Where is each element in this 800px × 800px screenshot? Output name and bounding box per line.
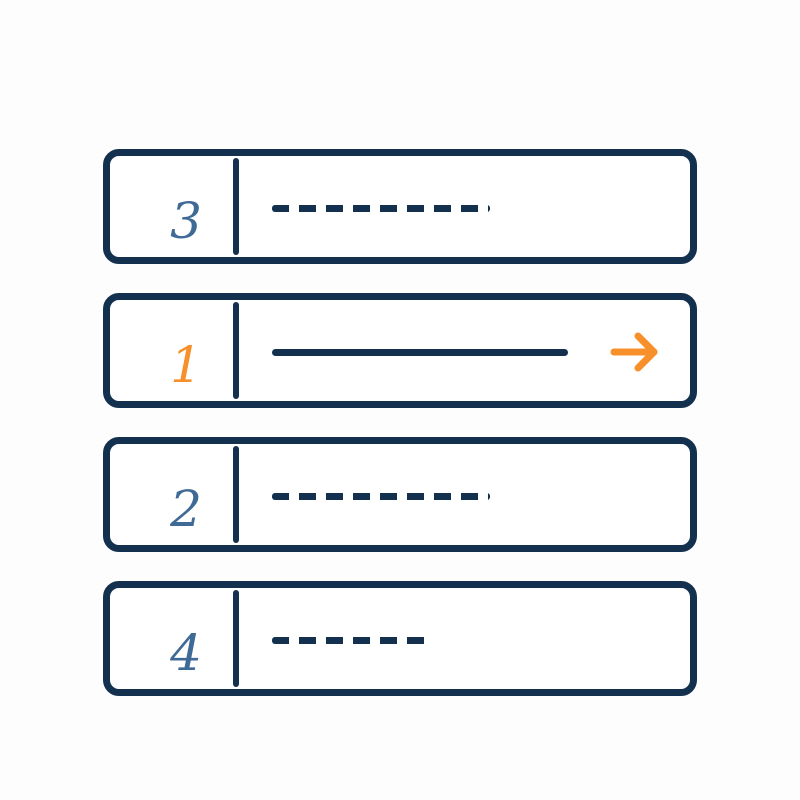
placeholder-line-solid: [272, 349, 568, 356]
placeholder-line-dashed: [272, 493, 490, 500]
list-row-1: 3: [103, 149, 697, 264]
list-row-4: 4: [103, 581, 697, 696]
list-row-3: 2: [103, 437, 697, 552]
placeholder-line-dashed: [272, 637, 432, 644]
row-divider: [233, 590, 239, 687]
row-divider: [233, 446, 239, 543]
arrow-right-icon: [610, 332, 658, 372]
row-number: 2: [170, 480, 202, 538]
row-number: 4: [170, 624, 202, 682]
row-divider: [233, 158, 239, 255]
row-number: 3: [170, 192, 202, 250]
row-number-highlighted: 1: [170, 336, 202, 394]
list-row-2-highlighted: 1: [103, 293, 697, 408]
row-divider: [233, 302, 239, 399]
placeholder-line-dashed: [272, 205, 490, 212]
